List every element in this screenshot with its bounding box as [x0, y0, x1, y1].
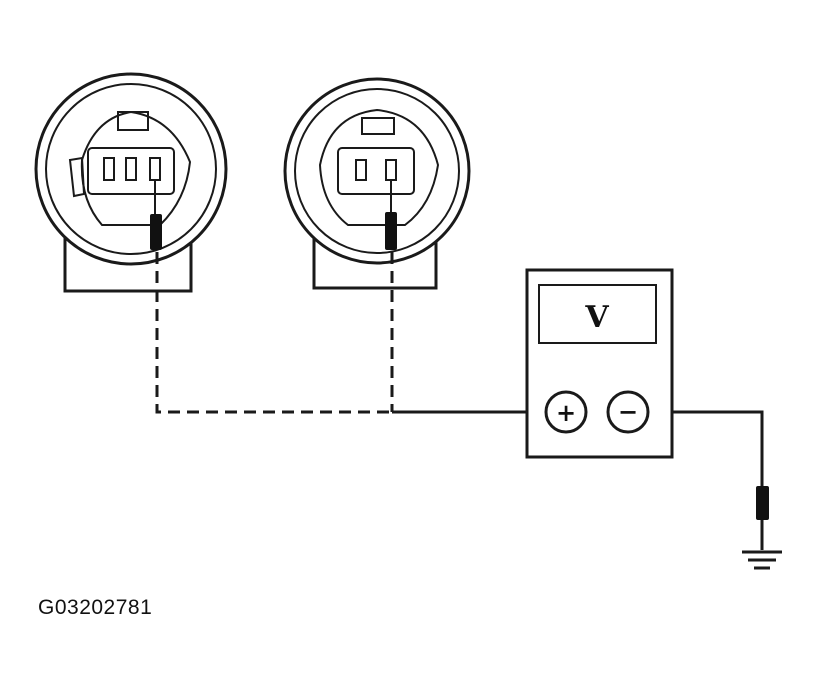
connector-left-pin-2 [125, 157, 137, 181]
positive-terminal-label: + [556, 398, 576, 427]
voltmeter-display [538, 284, 657, 344]
ground-probe [756, 486, 769, 520]
connector-right-rim [294, 88, 460, 254]
probe-left [150, 214, 162, 250]
voltmeter: V + − [525, 268, 674, 459]
figure-id: G03202781 [38, 596, 153, 619]
probe-right [385, 212, 397, 250]
connector-left [34, 72, 228, 293]
connector-left-body [34, 72, 228, 266]
connector-left-cavity [87, 147, 175, 195]
connector-right-shell [318, 108, 440, 226]
connector-right-pin-1 [355, 159, 367, 181]
voltmeter-positive-terminal [544, 390, 588, 434]
negative-terminal-label: − [618, 397, 638, 426]
voltmeter-body [525, 268, 674, 459]
connector-left-rim [45, 83, 217, 255]
connector-right-cavity [337, 147, 415, 195]
lead-left-dashed [155, 252, 392, 414]
voltmeter-unit-label: V [584, 300, 609, 335]
connector-left-latch [117, 111, 149, 131]
connector-left-tab [68, 156, 86, 198]
voltmeter-negative-terminal [606, 390, 650, 434]
connector-right-body [283, 77, 471, 265]
connector-right [283, 77, 471, 290]
connector-left-shell [80, 110, 192, 226]
connector-left-pin-1 [103, 157, 115, 181]
connector-right-latch [361, 117, 395, 135]
lead-negative [646, 410, 764, 490]
ground [742, 486, 782, 570]
